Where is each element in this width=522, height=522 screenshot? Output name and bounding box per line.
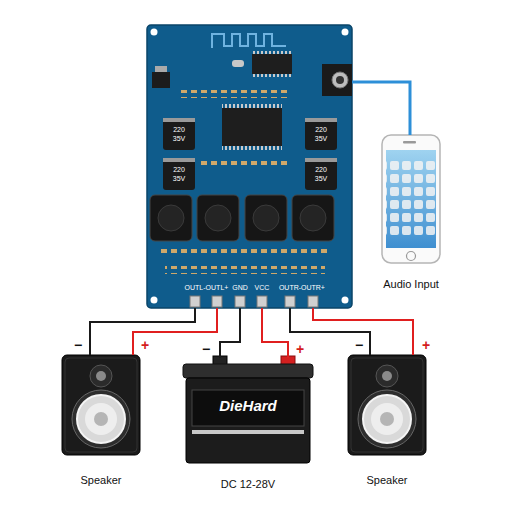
speaker-left <box>62 355 140 455</box>
polarity-sign: − <box>355 338 363 353</box>
caption-text: Speaker <box>367 474 408 486</box>
speaker-wire <box>262 308 288 358</box>
battery-box: DieHardDC 12-28V <box>183 358 313 463</box>
speaker-wire <box>220 308 240 358</box>
pin-label: OUTL- <box>185 284 206 292</box>
pin-label: OUTL+ <box>206 284 229 292</box>
capacitor-marking: 35V <box>173 175 185 182</box>
speaker-box: Speaker <box>348 355 426 455</box>
capacitor-marking: 35V <box>315 175 327 182</box>
speaker-wire <box>313 308 413 355</box>
speaker-right <box>348 355 426 455</box>
battery-text: DieHard <box>219 398 277 415</box>
polarity-sign: + <box>296 342 304 357</box>
capacitor-marking: 35V <box>173 135 185 142</box>
polarity-sign: + <box>141 338 149 353</box>
speaker-box: Speaker <box>62 355 140 455</box>
battery <box>183 356 313 463</box>
amplifier-board <box>147 25 352 308</box>
pin-label: GND <box>232 284 248 292</box>
capacitor-marking: 220 <box>315 166 327 173</box>
phone <box>382 135 440 263</box>
capacitor-marking: 35V <box>315 135 327 142</box>
pin-label: OUTR+ <box>301 284 325 292</box>
polarity-sign: − <box>74 338 82 353</box>
caption-text: Audio Input <box>383 278 439 290</box>
caption-text: Speaker <box>81 474 122 486</box>
pin-label: OUTR- <box>279 284 301 292</box>
pin-label: VCC <box>255 284 270 292</box>
capacitor-marking: 220 <box>315 126 327 133</box>
audio-cable <box>352 82 410 135</box>
polarity-sign: + <box>422 338 430 353</box>
battery-text: DC 12-28V <box>221 478 275 490</box>
capacitor-marking: 220 <box>173 126 185 133</box>
phone-box: Audio Input <box>382 135 440 263</box>
polarity-sign: − <box>202 342 210 357</box>
capacitor-marking: 220 <box>173 166 185 173</box>
